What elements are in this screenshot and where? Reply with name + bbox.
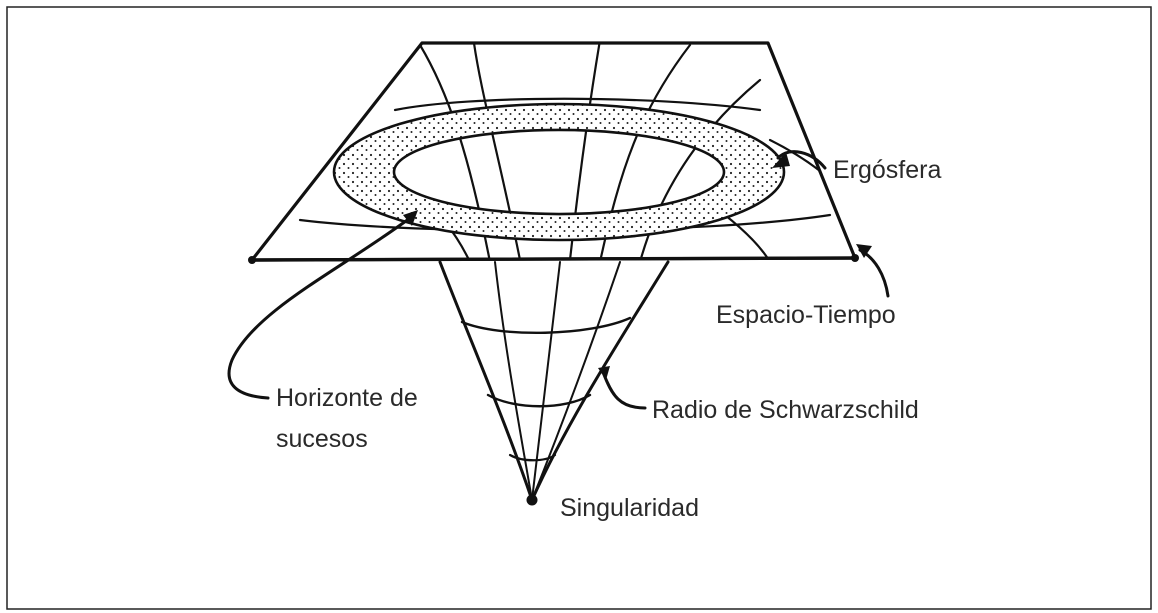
singularity-point — [526, 494, 538, 506]
ergosphere-label: Ergósfera — [833, 156, 941, 184]
spacetime-arrowhead — [856, 244, 872, 258]
event-horizon-leader — [227, 216, 412, 400]
schwarzschild-leader — [601, 370, 647, 410]
schwarzschild-radius-label: Radio de Schwarzschild — [652, 396, 919, 424]
spacetime-label: Espacio-Tiempo — [716, 301, 896, 329]
outer-frame — [6, 6, 1152, 610]
event-horizon-label-line2: sucesos — [276, 425, 368, 453]
singularity-label: Singularidad — [560, 494, 699, 522]
ergosphere-arrowhead — [772, 152, 790, 168]
ergosphere-leader — [776, 150, 827, 170]
event-horizon-label-line1: Horizonte de — [276, 384, 418, 412]
plane-left-corner — [248, 256, 256, 264]
event-horizon-arrowhead — [403, 210, 418, 226]
plane-front-edge — [250, 256, 857, 262]
schwarzschild-arrowhead — [598, 366, 610, 380]
plane-right-corner — [851, 254, 859, 262]
funnel — [438, 260, 670, 502]
ergosphere-ring — [332, 102, 786, 242]
